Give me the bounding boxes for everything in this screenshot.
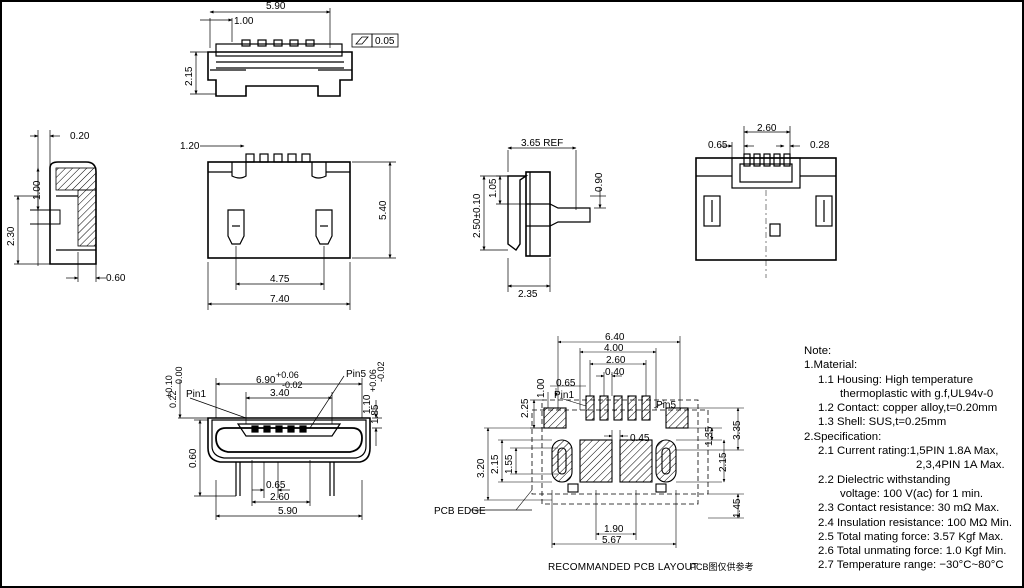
notes-line: 2.3 Contact resistance: 30 mΩ Max. [818, 502, 1000, 515]
pcb-layout-title: RECOMMANDED PCB LAYOUT [548, 562, 698, 573]
notes-line: 1.Material: [804, 359, 858, 372]
dim-pcb-225: 2.25 [520, 398, 531, 418]
notes-line: 2.1 Current rating:1,5PIN 1.8A Max, [818, 445, 999, 458]
notes-line: voltage: 100 V(ac) for 1 min. [840, 487, 984, 500]
notes-line: 2.4 Insulation resistance: 100 MΩ Min. [818, 516, 1013, 529]
notes-line: 2.2 Dielectric withstanding [818, 473, 951, 486]
dim-end-590: 5.90 [278, 506, 298, 517]
side-section-left [14, 130, 106, 282]
dim-end-065: 0.65 [266, 480, 286, 491]
front-view [200, 144, 396, 310]
pcb-layout [470, 336, 744, 548]
dim-pcb-145: 1.45 [732, 498, 743, 518]
dim-pcb-040: 0.40 [605, 367, 625, 378]
dim-rside-235: 2.35 [518, 289, 538, 300]
dim-front-475: 4.75 [270, 274, 290, 285]
dim-end-022: 0.22 [168, 390, 178, 408]
dim-side-020: 0.20 [70, 131, 90, 142]
label-pin5-end: Pin5 [346, 369, 366, 380]
dim-front-540: 5.40 [378, 200, 389, 220]
dim-pcb-215l: 2.15 [490, 454, 501, 474]
dim-rside-105: 1.05 [488, 178, 499, 198]
tol-end-top-a: +0.10 [164, 375, 174, 398]
dim-pcb-100: 1.00 [536, 378, 547, 398]
dim-top-100: 1.00 [234, 16, 254, 27]
notes-line: 2.Specification: [804, 430, 882, 443]
notes-line: 2.7 Temperature range: −30°C~80°C [818, 559, 1004, 572]
dim-end-110: 1.10 [362, 394, 373, 414]
dim-pcb-045: 0.45 [630, 433, 650, 444]
dim-pcb-335: 3.35 [732, 420, 743, 440]
notes-line: thermoplastic with g.f,UL94v-0 [840, 387, 994, 400]
side-view-right [480, 146, 606, 292]
label-pin1-end: Pin1 [186, 389, 206, 400]
notes-line: 2.6 Total unmating force: 1.0 Kgf Min. [818, 545, 1007, 558]
label-pin1-pcb: Pin1 [554, 390, 574, 401]
dim-pcb-260: 2.60 [606, 355, 626, 366]
dim-end-260: 2.60 [270, 492, 290, 503]
dim-side-100: 1.00 [32, 180, 43, 200]
dim-pcb-135: 1.35 [704, 426, 715, 446]
notes-line: 2.5 Total mating force: 3.57 Kgf Max. [818, 530, 1004, 543]
rear-view [695, 126, 837, 278]
flatness-value: 0.05 [375, 36, 395, 47]
pcb-layout-subtitle: PCB图仅供参考 [690, 561, 754, 572]
notes-line: 1.2 Contact: copper alloy,t=0.20mm [818, 402, 998, 415]
label-pin5-pcb: Pin5 [656, 400, 676, 411]
tol-end-side-a: +0.06 [368, 369, 378, 392]
end-view [178, 375, 382, 520]
notes-line: 1.3 Shell: SUS,t=0.25mm [818, 416, 947, 429]
notes-line: 2,3,4PIN 1A Max. [916, 459, 1005, 472]
dim-top-590: 5.90 [266, 1, 286, 12]
dim-pcb-215r: 2.15 [718, 452, 729, 472]
dim-pcb-190: 1.90 [604, 524, 624, 535]
dim-rear-065: 0.65 [708, 140, 728, 151]
tol-end-open-b: -0.02 [282, 380, 303, 390]
tol-end-side-b: -0.02 [376, 361, 386, 382]
dim-side-230: 2.30 [6, 226, 17, 246]
dim-side-060: 0.60 [106, 273, 126, 284]
dim-front-740: 7.40 [270, 294, 290, 305]
tol-end-top-c: 0.00 [174, 366, 184, 384]
notes-line: 1.1 Housing: High temperature [818, 373, 974, 386]
dim-end-185: 1.85 [370, 404, 381, 424]
dim-pcb-320: 3.20 [476, 458, 487, 478]
dim-top-215: 2.15 [184, 66, 195, 86]
dim-pcb-400: 4.00 [604, 343, 624, 354]
dim-end-690: 6.90 [256, 375, 276, 386]
tol-end-open-a: +0.06 [276, 370, 299, 380]
dim-rear-260: 2.60 [757, 123, 777, 134]
dim-pcb-065: 0.65 [556, 378, 576, 389]
label-pcb-edge: PCB EDGE [434, 506, 486, 517]
top-view [190, 8, 399, 97]
notes-block: Note: 1.Material: 1.1 Housing: High temp… [804, 344, 1020, 573]
notes-title: Note: [804, 345, 832, 357]
dim-rside-250: 2.50±0.10 [472, 193, 483, 238]
dim-pcb-567: 5.67 [602, 535, 622, 546]
dim-end-060: 0.60 [188, 448, 199, 468]
dim-end-340: 3.40 [270, 388, 290, 399]
dim-rear-028: 0.28 [810, 140, 830, 151]
dim-rside-ref: 3.65 REF [521, 138, 563, 149]
dim-pcb-155: 1.55 [504, 454, 515, 474]
dim-pcb-640: 6.40 [605, 332, 625, 343]
dim-rside-090: 0.90 [594, 172, 605, 192]
dim-front-120: 1.20 [180, 141, 200, 152]
